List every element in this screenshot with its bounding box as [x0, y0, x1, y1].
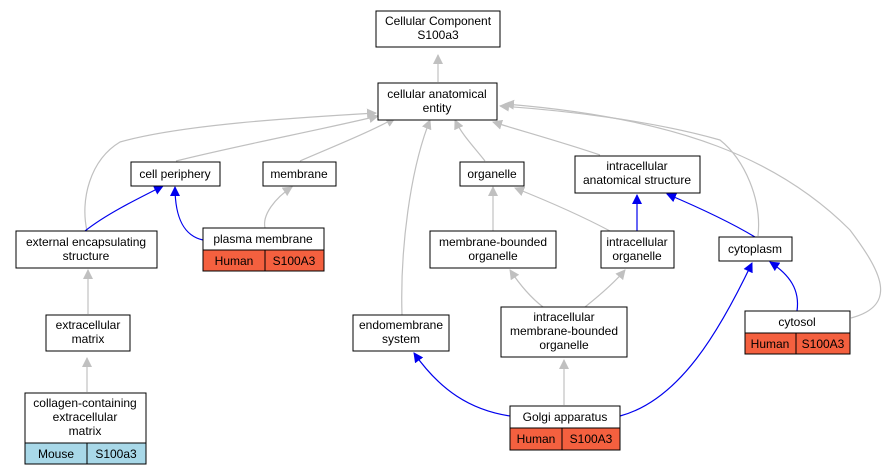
node-label: collagen-containing: [33, 396, 136, 410]
node-extracellular-matrix[interactable]: extracellular matrix: [45, 314, 131, 352]
edge-plasma-membrane: [264, 186, 293, 229]
node-label: matrix: [72, 332, 105, 346]
annotation-species-label: Human: [215, 254, 254, 268]
node-label: external encapsulating: [26, 235, 146, 249]
node-label: intracellular: [533, 310, 594, 324]
node-label: extracellular: [53, 410, 118, 424]
node-label: cytoplasm: [728, 242, 782, 256]
node-cell-periphery[interactable]: cell periphery: [130, 161, 221, 187]
node-label: membrane-bounded: [510, 324, 618, 338]
annotation-gene: [561, 427, 621, 451]
annotation-gene-label: S100A3: [570, 432, 613, 446]
node-label: entity: [423, 101, 452, 115]
annotation-gene: [86, 442, 147, 465]
node-label: extracellular: [56, 318, 121, 332]
edge-extencap-cae: [84, 108, 377, 232]
node-endomembrane-system[interactable]: endomembrane system: [352, 314, 450, 352]
annotation-gene: [795, 332, 851, 355]
part-of-edges: [84, 185, 799, 417]
edge-membrane-cae: [299, 117, 396, 162]
node-label: membrane: [270, 167, 328, 181]
node-label: intracellular: [606, 235, 667, 249]
node-label: organelle: [612, 249, 662, 263]
node-cytosol[interactable]: cytosol Human S100A3: [744, 310, 851, 355]
node-cellular-anatomical-entity[interactable]: cellular anatomical entity: [377, 82, 498, 121]
edge-extencap-cellperiphery: [84, 185, 164, 232]
edge-imbo-intraorg: [584, 269, 626, 308]
node-intracellular-membrane-bounded-organelle[interactable]: intracellular membrane-bounded organelle: [500, 306, 628, 358]
is-a-edges: [82, 54, 882, 405]
node-organelle[interactable]: organelle: [459, 161, 525, 187]
node-membrane-bounded-organelle[interactable]: membrane-bounded organelle: [429, 230, 557, 269]
node-label: system: [382, 332, 420, 346]
edge-golgi-cytoplasm: [619, 262, 753, 417]
node-label: Cellular Component: [385, 14, 492, 28]
node-label: plasma membrane: [213, 232, 313, 246]
node-collagen-containing-extracellular-matrix[interactable]: collagen-containing extracellular matrix…: [24, 392, 147, 465]
node-label: cell periphery: [139, 167, 210, 181]
node-label: anatomical structure: [583, 173, 691, 187]
node-label: membrane-bounded: [439, 235, 547, 249]
annotation-species-label: Mouse: [38, 447, 74, 461]
node-label: organelle: [468, 249, 518, 263]
node-label: structure: [63, 249, 110, 263]
edge-cytosol-cytoplasm: [769, 261, 799, 312]
edge-cellperiphery-cae: [175, 113, 379, 162]
annotation-gene-label: S100A3: [273, 254, 316, 268]
edge-endomembrane-cae: [401, 119, 432, 316]
node-intracellular-anatomical-structure[interactable]: intracellular anatomical structure: [574, 155, 701, 194]
node-label: Golgi apparatus: [523, 410, 608, 424]
annotation-gene-label: S100a3: [95, 447, 137, 461]
node-label: endomembrane: [359, 318, 443, 332]
node-plasma-membrane[interactable]: plasma membrane Human S100A3: [202, 227, 325, 272]
annotation-species-label: Human: [751, 337, 790, 351]
edge-organelle-cae: [454, 119, 486, 162]
edge-imbo-mbo: [509, 269, 544, 308]
node-golgi-apparatus[interactable]: Golgi apparatus Human S100A3: [509, 405, 621, 451]
node-membrane[interactable]: membrane: [262, 161, 337, 187]
edge-golgi-endomembrane: [413, 352, 511, 417]
node-label: intracellular: [606, 159, 667, 173]
node-label: cytosol: [778, 315, 815, 329]
annotation-gene-label: S100A3: [802, 337, 845, 351]
edge-ias-cae: [492, 119, 601, 156]
edge-intraorg-organelle: [514, 186, 611, 232]
edge-cytoplasm-ias: [666, 192, 756, 238]
node-label: matrix: [69, 424, 102, 438]
node-label: organelle: [539, 338, 589, 352]
node-intracellular-organelle[interactable]: intracellular organelle: [600, 230, 675, 269]
node-cytoplasm[interactable]: cytoplasm: [718, 236, 793, 262]
node-cellular-component[interactable]: Cellular Component S100a3: [375, 10, 501, 48]
edge-plasma-cellperiphery: [170, 186, 204, 241]
node-label: organelle: [467, 167, 517, 181]
node-label: S100a3: [417, 28, 459, 42]
node-label: cellular anatomical: [387, 87, 486, 101]
node-external-encapsulating-structure[interactable]: external encapsulating structure: [15, 230, 158, 269]
edge-cytosol-cae: [504, 99, 882, 319]
annotation-species-label: Human: [517, 432, 556, 446]
edge-cytoplasm-cae: [499, 101, 760, 237]
annotation-gene: [264, 249, 325, 272]
